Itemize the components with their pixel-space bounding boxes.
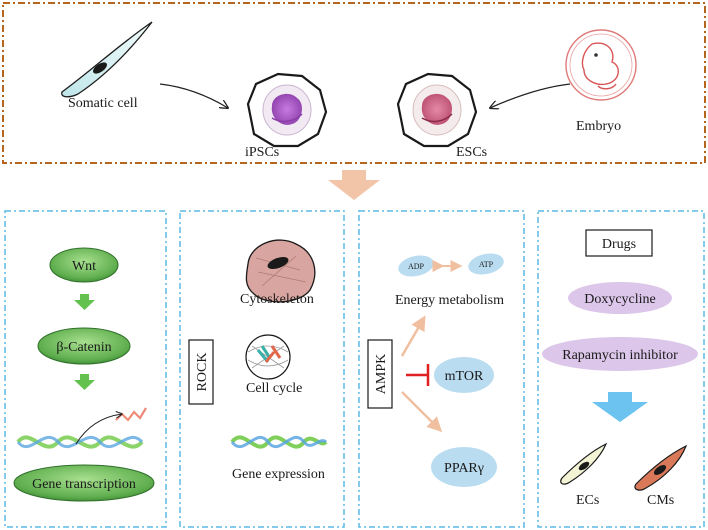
somatic-cell-label: Somatic cell [68, 96, 138, 111]
green-arrow-1 [74, 294, 95, 310]
ampk-panel-border [358, 210, 525, 528]
beta-catenin-node [37, 327, 131, 365]
wnt-node-label: Wnt [72, 259, 96, 274]
rock-label-box [188, 339, 214, 405]
rock-panel-border [179, 210, 345, 528]
gene-expression-dna-icon [230, 435, 328, 449]
cell-cycle-icon [245, 334, 291, 380]
ampk-inhibits-mtor [406, 364, 430, 386]
ipsc-cell-icon [246, 72, 328, 148]
drug-down-arrow [592, 392, 648, 422]
adp-ellipse [398, 255, 434, 277]
mtor-label: mTOR [445, 369, 484, 384]
doxycycline-label: Doxycycline [584, 292, 656, 307]
cms-label: CMs [647, 493, 674, 508]
arrow-embryo-to-esc [490, 83, 571, 108]
energy-metabolism-label: Energy metabolism [395, 293, 504, 308]
ecs-label: ECs [576, 493, 599, 508]
atp-ellipse [468, 253, 504, 275]
rapamycin-ellipse [542, 337, 698, 371]
rapamycin-label: Rapamycin inhibitor [562, 348, 678, 363]
mtor-ellipse [434, 357, 494, 393]
ppar-label: PPARγ [444, 461, 484, 476]
atp-label: ATP [479, 260, 494, 269]
transcription-arrow [75, 414, 122, 445]
top-panel-border [2, 2, 706, 164]
gene-transcription-node [13, 464, 155, 502]
ppar-ellipse [431, 447, 497, 487]
green-arrow-2 [74, 374, 95, 390]
cytoskeleton-label: Cytoskeleton [240, 292, 314, 307]
arrow-somatic-to-ipsc [159, 83, 228, 108]
embryo-icon [565, 29, 637, 101]
beta-catenin-label: β-Catenin [56, 340, 111, 355]
gene-transcription-label: Gene transcription [32, 477, 136, 492]
embryo-label: Embryo [576, 119, 621, 134]
ampk-label: AMPK [374, 354, 389, 394]
wnt-panel-border [4, 210, 167, 528]
rock-label: ROCK [195, 353, 210, 392]
wnt-node [49, 247, 119, 283]
somatic-cell-icon [61, 21, 153, 98]
esc-label: ESCs [456, 145, 487, 160]
esc-cell-icon [396, 72, 478, 148]
dna-strand-icon [16, 435, 144, 449]
ampk-to-energy-arrow [400, 315, 426, 357]
ipsc-label: iPSCs [245, 145, 279, 160]
drugs-title: Drugs [602, 237, 636, 252]
cm-cell-icon [634, 444, 688, 491]
cell-cycle-label: Cell cycle [246, 381, 302, 396]
big-down-arrow [328, 170, 380, 200]
ec-cell-icon [560, 442, 608, 485]
drugs-title-box [585, 229, 653, 257]
cytoskeleton-icon [245, 239, 316, 303]
ampk-to-ppar-arrow [401, 391, 443, 433]
doxycycline-ellipse [568, 282, 672, 314]
gene-expression-label: Gene expression [232, 467, 325, 482]
ampk-label-box [367, 339, 393, 409]
adp-label: ADP [408, 262, 425, 271]
drugs-panel-border [537, 210, 705, 528]
